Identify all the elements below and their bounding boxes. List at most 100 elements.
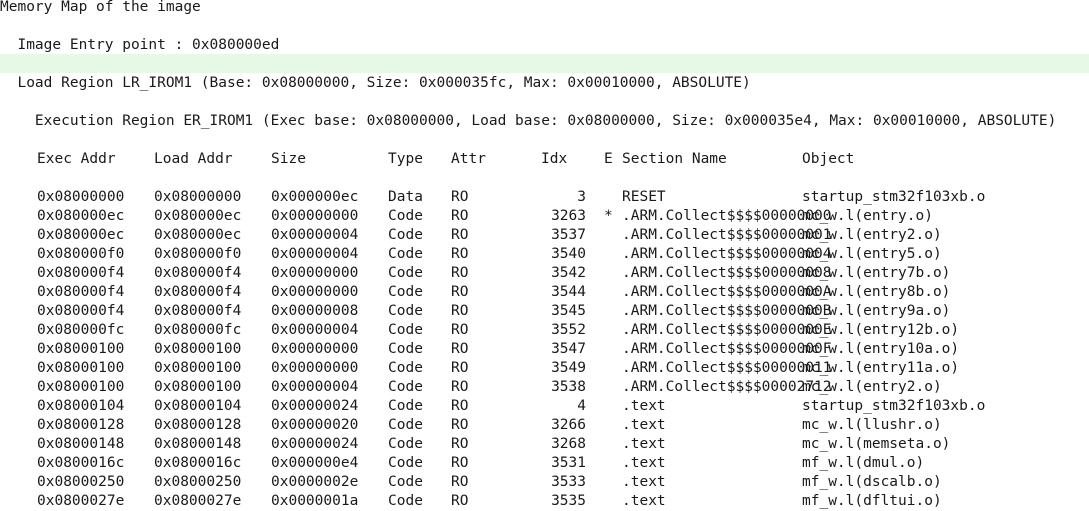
cell-size: 0x0000001a — [271, 493, 359, 509]
cell-section: .ARM.Collect$$$$00000011 — [622, 360, 832, 376]
cell-load-addr: 0x080000f4 — [154, 284, 242, 300]
col-section: Section Name — [622, 151, 727, 167]
cell-object: mf_w.l(dscalb.o) — [802, 474, 942, 490]
cell-exec-addr: 0x080000f4 — [37, 265, 125, 281]
cell-object: mc_w.l(entry10a.o) — [802, 341, 960, 357]
cell-idx: 3533 — [551, 474, 586, 490]
cell-type: Code — [388, 303, 423, 319]
cell-load-addr: 0x0800027e — [154, 493, 242, 509]
cell-object: mc_w.l(llushr.o) — [802, 417, 942, 433]
cell-attr: RO — [451, 284, 469, 300]
cell-idx: 3552 — [551, 322, 586, 338]
col-load-addr: Load Addr — [154, 151, 233, 167]
cell-section: .ARM.Collect$$$$00000001 — [622, 227, 832, 243]
cell-idx: 3544 — [551, 284, 586, 300]
cell-idx: 3263 — [551, 208, 586, 224]
cell-type: Code — [388, 208, 423, 224]
cell-exec-addr: 0x080000f4 — [37, 303, 125, 319]
cell-attr: RO — [451, 417, 469, 433]
cell-idx: 3540 — [551, 246, 586, 262]
cell-attr: RO — [451, 322, 469, 338]
cell-idx: 3542 — [551, 265, 586, 281]
cell-type: Code — [388, 379, 423, 395]
col-e: E — [604, 151, 613, 167]
cell-object: mc_w.l(entry11a.o) — [802, 360, 960, 376]
cell-size: 0x00000024 — [271, 436, 359, 452]
cell-section: RESET — [622, 189, 666, 205]
cell-idx: 3545 — [551, 303, 586, 319]
col-attr: Attr — [451, 151, 486, 167]
cell-object: mc_w.l(entry2.o) — [802, 379, 942, 395]
cell-attr: RO — [451, 265, 469, 281]
cell-load-addr: 0x08000100 — [154, 341, 242, 357]
cell-attr: RO — [451, 455, 469, 471]
cell-attr: RO — [451, 341, 469, 357]
cell-size: 0x00000004 — [271, 322, 359, 338]
cell-attr: RO — [451, 436, 469, 452]
cell-load-addr: 0x080000fc — [154, 322, 242, 338]
cell-size: 0x000000e4 — [271, 455, 359, 471]
cell-section: .text — [622, 398, 666, 414]
cell-section: .text — [622, 436, 666, 452]
cell-idx: 3537 — [551, 227, 586, 243]
cell-exec-addr: 0x08000100 — [37, 341, 125, 357]
cell-section: .ARM.Collect$$$$0000000B — [622, 303, 832, 319]
cell-object: mc_w.l(entry9a.o) — [802, 303, 951, 319]
cell-type: Code — [388, 227, 423, 243]
cell-idx: 4 — [577, 398, 586, 414]
cell-exec-addr: 0x08000250 — [37, 474, 125, 490]
cell-idx: 3531 — [551, 455, 586, 471]
cell-load-addr: 0x0800016c — [154, 455, 242, 471]
cell-type: Code — [388, 322, 423, 338]
cell-exec-addr: 0x08000100 — [37, 360, 125, 376]
cell-load-addr: 0x080000f0 — [154, 246, 242, 262]
cell-attr: RO — [451, 208, 469, 224]
cell-exec-addr: 0x08000104 — [37, 398, 125, 414]
cell-section: .text — [622, 493, 666, 509]
cell-idx: 3538 — [551, 379, 586, 395]
cell-size: 0x00000008 — [271, 303, 359, 319]
cell-section: .text — [622, 474, 666, 490]
cell-size: 0x00000000 — [271, 284, 359, 300]
cell-load-addr: 0x080000f4 — [154, 303, 242, 319]
cell-idx: 3266 — [551, 417, 586, 433]
cell-type: Code — [388, 398, 423, 414]
cell-type: Code — [388, 436, 423, 452]
cell-object: startup_stm32f103xb.o — [802, 189, 986, 205]
cell-section: .text — [622, 455, 666, 471]
cell-size: 0x00000000 — [271, 208, 359, 224]
cell-object: mf_w.l(dfltui.o) — [802, 493, 942, 509]
cell-size: 0x00000004 — [271, 227, 359, 243]
cell-object: startup_stm32f103xb.o — [802, 398, 986, 414]
cell-object: mc_w.l(entry12b.o) — [802, 322, 960, 338]
cell-idx: 3547 — [551, 341, 586, 357]
cell-idx: 3268 — [551, 436, 586, 452]
cell-attr: RO — [451, 474, 469, 490]
cell-section: .ARM.Collect$$$$00002712 — [622, 379, 832, 395]
cell-object: mc_w.l(entry5.o) — [802, 246, 942, 262]
cell-exec-addr: 0x08000000 — [37, 189, 125, 205]
cell-section: .text — [622, 417, 666, 433]
cell-size: 0x000000ec — [271, 189, 359, 205]
col-exec-addr: Exec Addr — [37, 151, 116, 167]
cell-idx: 3549 — [551, 360, 586, 376]
cell-exec-addr: 0x08000128 — [37, 417, 125, 433]
cell-size: 0x00000004 — [271, 246, 359, 262]
cell-section: .ARM.Collect$$$$00000004 — [622, 246, 832, 262]
cell-attr: RO — [451, 189, 469, 205]
cell-section: .ARM.Collect$$$$0000000F — [622, 341, 832, 357]
current-line-highlight[interactable] — [0, 54, 1089, 73]
cell-exec-addr: 0x080000ec — [37, 208, 125, 224]
